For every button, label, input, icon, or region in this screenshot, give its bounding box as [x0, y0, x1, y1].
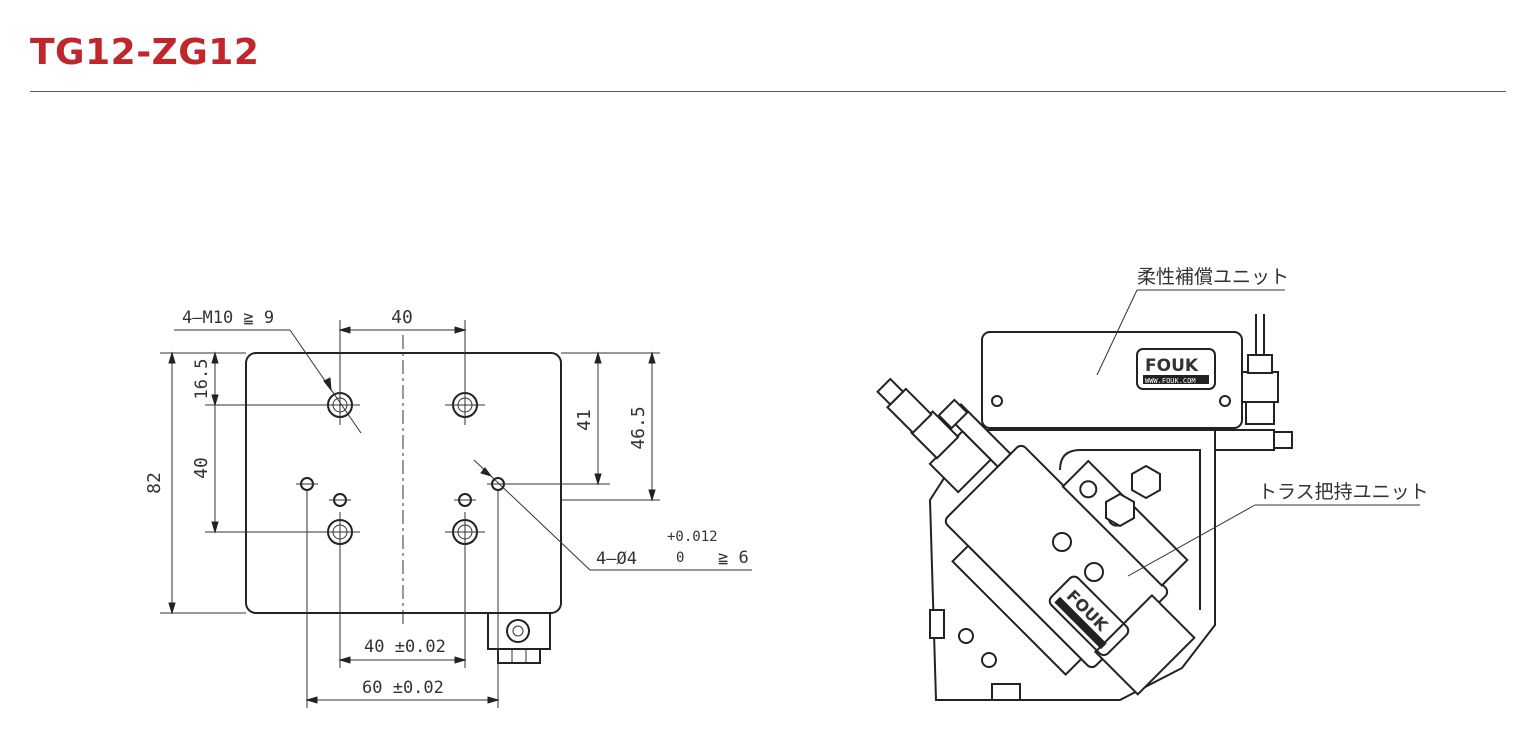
connector-block [487, 612, 551, 664]
dim-40-left-label: 40 [191, 457, 212, 479]
dim-41-label: 41 [574, 409, 595, 431]
dim-82-label: 82 [144, 472, 165, 494]
dim-top-40 [338, 320, 467, 392]
pin-callout-main: 4—Ø4 [596, 549, 637, 569]
svg-text:WWW.FOUK.COM: WWW.FOUK.COM [1145, 377, 1196, 385]
logo-plate-top: FOUK WWW.FOUK.COM [1136, 348, 1216, 390]
dim-right [504, 351, 660, 502]
pin-tol-upper: +0.012 [667, 529, 718, 545]
dim-bottom [305, 490, 500, 708]
top-view: 40 4—M10 ≧ 9 82 16.5 40 [144, 307, 752, 708]
hex-nut [1131, 464, 1161, 500]
side-valve [1213, 314, 1293, 451]
compliance-unit-label: 柔性補償ユニット [1137, 266, 1289, 288]
page-title: TG12-ZG12 [30, 32, 260, 73]
title-divider [30, 91, 1506, 92]
dim-46-5-label: 46.5 [628, 406, 649, 449]
side-view: FOUK WWW.FOUK.COM [876, 266, 1429, 701]
dim-left [160, 351, 328, 615]
truss-leader [1127, 504, 1256, 577]
dim-top-40-label: 40 [391, 307, 413, 328]
pin-leader [473, 459, 752, 571]
pin-tol-lower: 0 [676, 550, 684, 566]
svg-text:FOUK: FOUK [1145, 356, 1199, 376]
truss-holder-label: トラス把持ユニット [1258, 481, 1429, 503]
dim-16-5-label: 16.5 [192, 359, 212, 400]
m10-callout: 4—M10 ≧ 9 [182, 308, 274, 328]
dim-bottom-40-label: 40 ±0.02 [364, 637, 446, 657]
dim-bottom-60-label: 60 ±0.02 [362, 678, 444, 698]
pin-depth: ≧ 6 [718, 548, 749, 568]
m10-leader [174, 329, 362, 434]
compliance-leader [1096, 289, 1138, 376]
